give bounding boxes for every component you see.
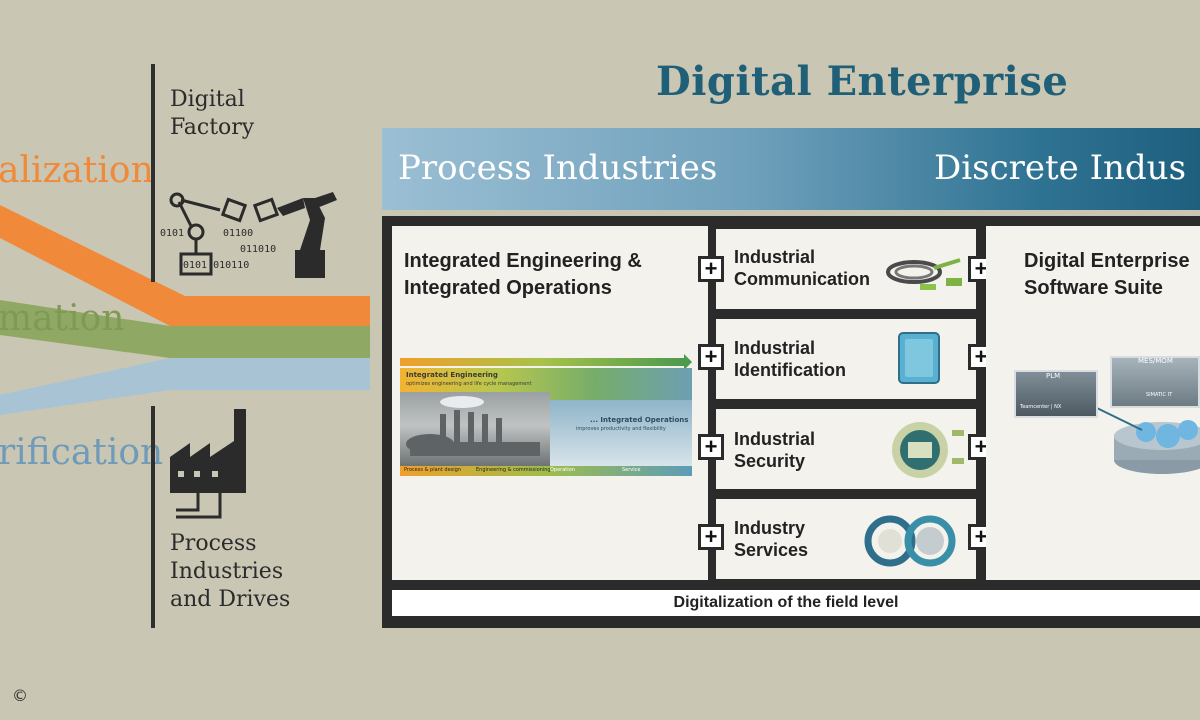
- field-level-bar: [392, 590, 1200, 616]
- software-suite-title: Digital Enterprise Software Suite: [1024, 250, 1190, 299]
- integrated-image: Integrated Engineering optimizes enginee…: [400, 354, 692, 476]
- plus-button-services-left[interactable]: +: [698, 524, 724, 550]
- suite-mes-screen: [1110, 356, 1200, 408]
- copyright-icon: ©: [12, 686, 28, 705]
- ie-phase-3: Operation: [550, 467, 575, 473]
- green-ribbon: [0, 300, 370, 358]
- flow-ribbons: [0, 205, 370, 415]
- robot-arm-icon: [169, 192, 337, 278]
- separator-top: [151, 64, 155, 282]
- plus-button-communication-left[interactable]: +: [698, 256, 724, 282]
- banner-discrete-industries: Discrete Indus: [934, 148, 1187, 188]
- suite-image: PLM Teamcenter | NX MES/MOM SIMATIC IT: [1012, 352, 1200, 482]
- rfid-reader-icon: [898, 332, 940, 384]
- plus-button-security-left[interactable]: +: [698, 434, 724, 460]
- suite-simatic-label: SIMATIC IT: [1146, 392, 1173, 398]
- plant-silhouette: [406, 396, 540, 456]
- ie-phase-1: Process & plant design: [404, 467, 461, 473]
- ie-phase-4: Service: [622, 467, 641, 473]
- ie-sub-operations: improves productivity and flexibility: [576, 426, 666, 432]
- suite-platform: [1063, 391, 1200, 474]
- network-cable-icon: [886, 258, 962, 290]
- services-cycle-icon: [864, 515, 956, 567]
- ie-label-operations: ... Integrated Operations: [590, 416, 689, 424]
- blue-ribbon: [0, 358, 370, 415]
- binary-line-2: 01100: [223, 228, 254, 239]
- binary-line-3: 011010: [240, 244, 277, 255]
- digital-factory-title: Digital Factory: [170, 87, 255, 140]
- orange-ribbon: [0, 205, 370, 326]
- module-identification-label: Industrial Identification: [734, 338, 846, 380]
- module-security-label: Industrial Security: [734, 429, 816, 471]
- suite-mes-label: MES/MOM: [1138, 357, 1173, 365]
- industry-banner: [382, 128, 1200, 210]
- suite-plm-screen: [1014, 370, 1098, 418]
- digitalization-label: alization: [0, 150, 154, 191]
- factory-icon: [170, 409, 246, 519]
- automation-label: mation: [0, 298, 125, 339]
- ie-phase-2: Engineering & commissioning: [476, 467, 551, 473]
- suite-plm-label: PLM: [1046, 372, 1061, 380]
- page-title: Digital Enterprise: [656, 58, 1069, 105]
- electrification-label: rification: [0, 432, 164, 473]
- integrated-title: Integrated Engineering & Integrated Oper…: [404, 250, 642, 299]
- security-diagram-icon: [892, 422, 964, 478]
- separator-bottom: [151, 406, 155, 628]
- plus-button-identification-left[interactable]: +: [698, 344, 724, 370]
- ie-operations-panel: [550, 400, 692, 466]
- ie-arrow-head: [684, 354, 692, 370]
- process-industries-drives: Process Industries and Drives: [170, 531, 291, 612]
- ie-label-engineering: Integrated Engineering: [406, 371, 498, 379]
- binary-line-1: 0101: [160, 228, 185, 239]
- ie-phase-bar: [400, 466, 692, 476]
- banner-process-industries: Process Industries: [398, 148, 718, 188]
- suite-teamcenter-label: Teamcenter | NX: [1020, 404, 1062, 410]
- field-level-label: Digitalization of the field level: [673, 594, 899, 611]
- module-services-label: Industry Services: [734, 518, 809, 560]
- ie-sub-engineering: optimizes engineering and life cycle man…: [406, 381, 532, 387]
- ie-arrow: [400, 358, 684, 366]
- binary-line-4: 0101 010110: [183, 260, 250, 271]
- module-communication-label: Industrial Communication: [734, 247, 871, 289]
- module-communication: [716, 229, 976, 309]
